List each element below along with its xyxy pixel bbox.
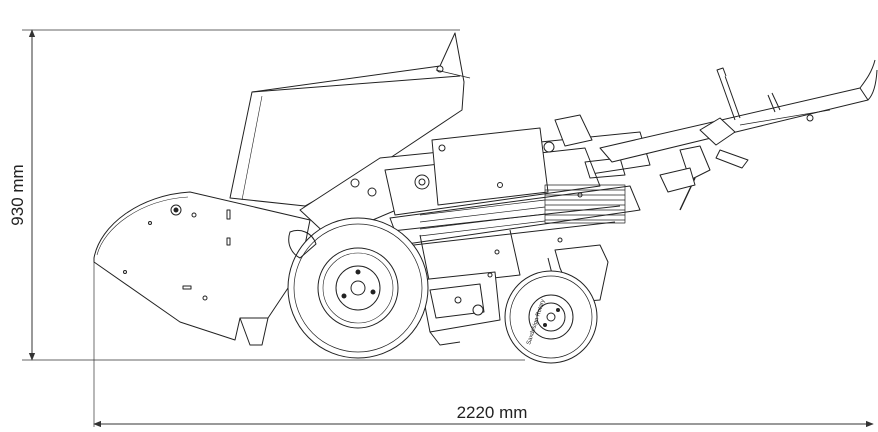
width-dimension [93,262,874,428]
frame-bolts [288,178,583,278]
front-wheel [287,217,429,359]
height-dimension-label: 930 mm [8,164,27,226]
width-dimension-label: 2220 mm [456,403,528,422]
handle-bar [554,59,878,211]
height-dimension [22,29,525,361]
radiator-fins [419,184,626,237]
blade-guard [93,191,311,346]
engine-block [419,271,501,346]
main-frame [299,127,651,286]
engine-panel [414,141,626,190]
machine-body [93,32,878,364]
rear-wheel [504,270,598,364]
